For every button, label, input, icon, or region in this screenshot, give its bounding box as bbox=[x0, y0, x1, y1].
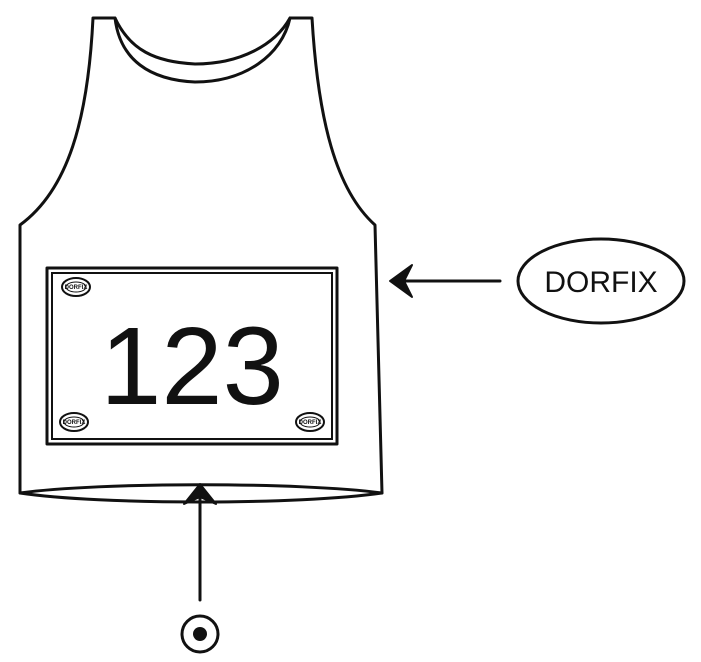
singlet-body-outline bbox=[20, 18, 382, 502]
bib-clip-bottom-left: DORFIX bbox=[60, 413, 88, 431]
bib-number: 123 bbox=[100, 305, 284, 428]
dorfix-callout: DORFIX bbox=[518, 239, 684, 323]
clip-logo-text: DORFIX bbox=[65, 285, 88, 291]
bib-clip-bottom-right: DORFIX bbox=[296, 413, 324, 431]
singlet bbox=[20, 18, 382, 502]
bib-clip-top-left: DORFIX bbox=[62, 278, 90, 296]
arrow-left-icon bbox=[390, 265, 500, 297]
dorfix-label: DORFIX bbox=[544, 266, 657, 299]
arrow-up-icon bbox=[184, 484, 216, 600]
neckline bbox=[115, 18, 290, 64]
target-icon bbox=[182, 616, 218, 652]
clip-logo-text: DORFIX bbox=[63, 420, 86, 426]
clip-logo-text: DORFIX bbox=[299, 420, 322, 426]
race-bib: 123 DORFIX DORFIX DORFIX bbox=[47, 268, 337, 444]
